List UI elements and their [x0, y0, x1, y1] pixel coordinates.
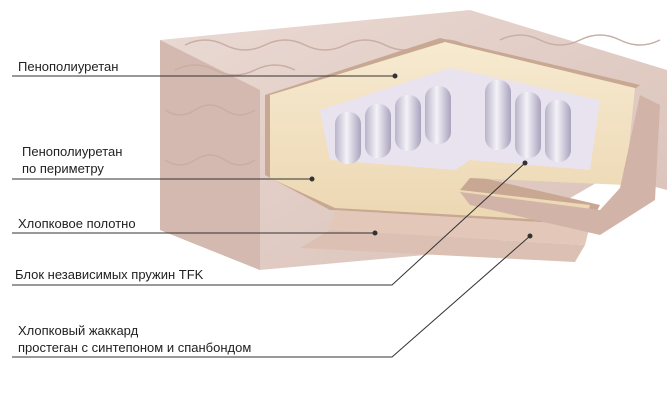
label-cotton-line-1: Хлопковое полотно [18, 216, 136, 231]
label-perimeter-foam-line-1: Пенополиуретан [22, 144, 123, 159]
label-springs-line-1: Блок независимых пружин TFK [15, 267, 204, 282]
leader-foam-dot [392, 73, 398, 79]
leader-springs [12, 162, 526, 286]
label-perimeter-foam-line-2: по периметру [22, 161, 104, 176]
leader-springs-dot [522, 160, 528, 166]
leader-jacquard [12, 235, 531, 358]
leader-lines [12, 73, 533, 358]
spring-block [335, 80, 571, 164]
label-jacquard: Хлопковый жаккард простеган с синтепоном… [18, 322, 251, 356]
label-jacquard-line-1: Хлопковый жаккард [18, 323, 139, 338]
label-cotton: Хлопковое полотно [18, 215, 136, 232]
label-springs: Блок независимых пружин TFK [15, 266, 203, 283]
cut-section [265, 38, 660, 262]
label-perimeter-foam: Пенополиуретан по периметру [22, 143, 122, 177]
leader-perimeter-dot [309, 176, 315, 182]
label-jacquard-line-2: простеган с синтепоном и спанбондом [18, 340, 252, 355]
label-foam: Пенополиуретан [18, 58, 118, 75]
leader-jacquard-dot [527, 233, 533, 239]
label-foam-line-1: Пенополиуретан [18, 59, 119, 74]
leader-cotton-dot [372, 230, 378, 236]
